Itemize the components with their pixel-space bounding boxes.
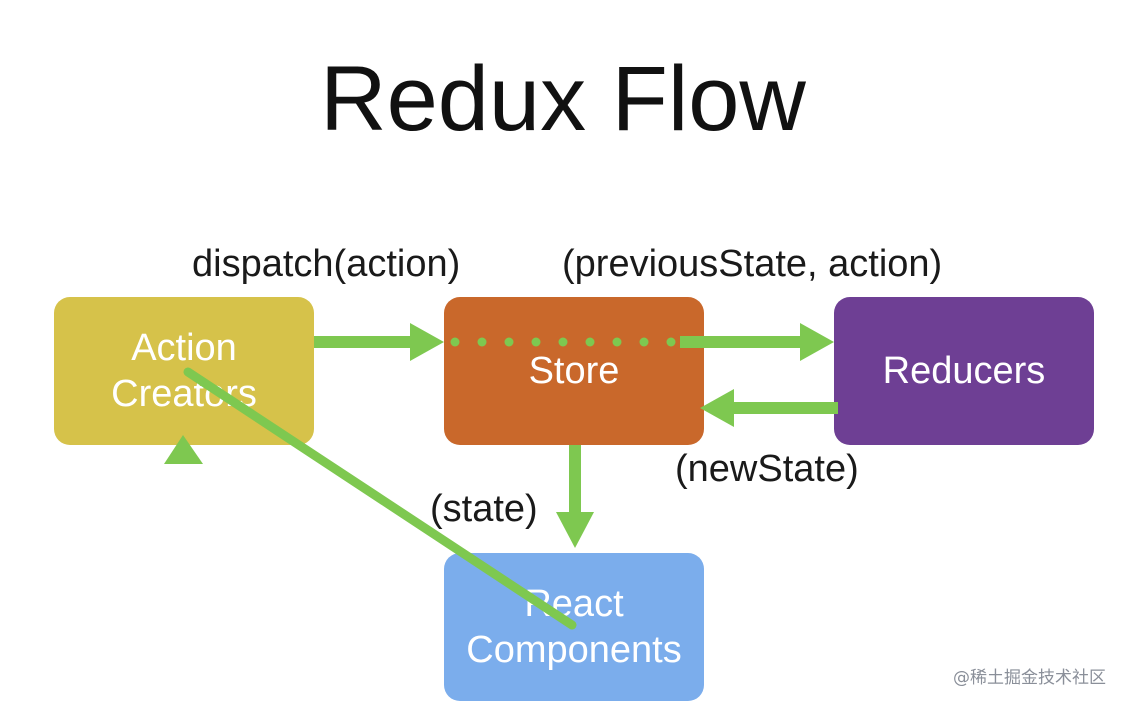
arrow-state-head xyxy=(556,512,594,548)
node-react-components: React Components xyxy=(444,553,704,701)
label-dispatch-action: dispatch(action) xyxy=(192,243,461,285)
node-react-components-line2: Components xyxy=(466,629,682,671)
node-reducers-label: Reducers xyxy=(882,350,1046,392)
node-action-creators: Action Creators xyxy=(54,297,314,445)
label-state: (state) xyxy=(430,488,538,530)
node-store: Store xyxy=(444,297,704,445)
arrow-previous-state-head xyxy=(800,323,834,361)
arrow-new-state-shaft xyxy=(730,402,838,414)
watermark: @稀土掘金技术社区 xyxy=(953,668,1106,688)
label-new-state: (newState) xyxy=(675,448,859,490)
node-reducers: Reducers xyxy=(834,297,1094,445)
arrow-dispatch-shaft xyxy=(314,336,414,348)
node-action-creators-line1: Action xyxy=(131,327,237,369)
arrow-dispatch-head xyxy=(410,323,444,361)
arrow-state-shaft xyxy=(569,445,581,515)
node-react-components-line1: React xyxy=(524,583,624,625)
arrow-new-state-head xyxy=(700,389,734,427)
diagram-title: Redux Flow xyxy=(320,48,806,150)
node-action-creators-line2: Creators xyxy=(111,373,257,415)
node-store-label: Store xyxy=(528,350,620,392)
label-previous-state-action: (previousState, action) xyxy=(562,243,943,285)
